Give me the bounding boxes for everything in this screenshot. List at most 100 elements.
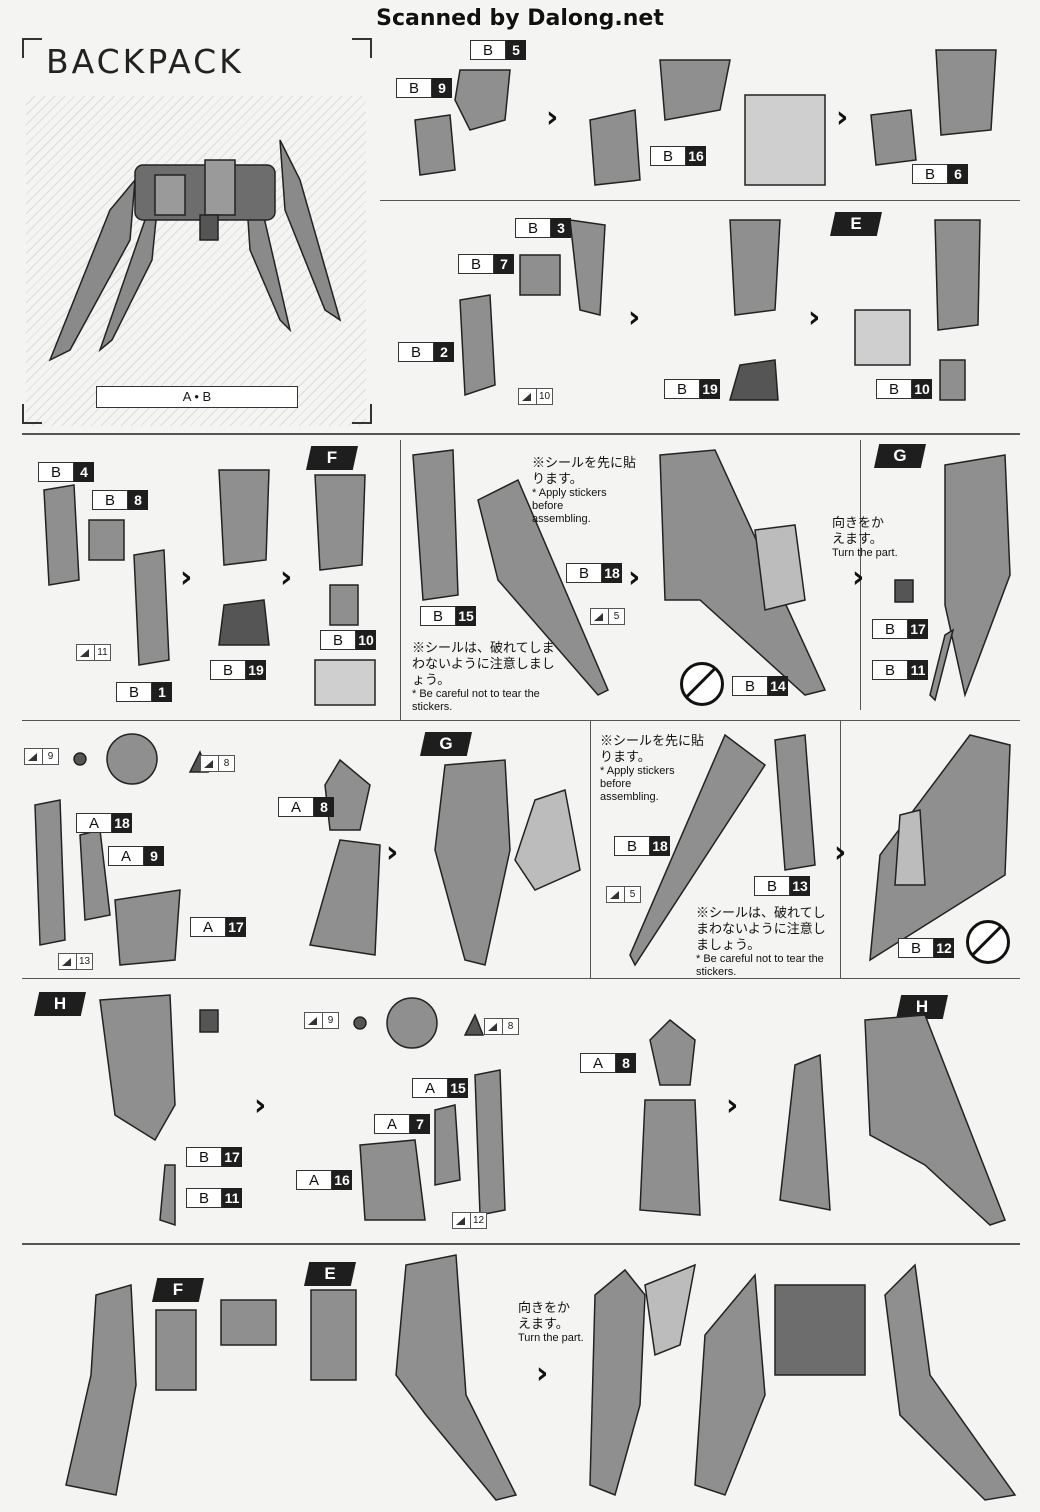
divider [22,433,1020,435]
watermark: Scanned by Dalong.net [376,6,664,31]
arrow-chevron-icon: › [628,560,641,595]
divider [400,440,401,720]
label-f: F [306,446,358,470]
sticker-icon [590,608,609,625]
part-illustration [779,1014,1006,1226]
sticker-8-b: 8 [484,1018,519,1035]
sticker-icon [606,886,625,903]
sticker-8: 8 [200,755,235,772]
arrow-chevron-icon: › [280,560,293,595]
part-illustration [870,49,997,166]
label-h: H [34,992,86,1016]
divider [22,720,1020,721]
arrow-chevron-icon: › [726,1088,739,1123]
arrow-chevron-icon: › [536,1356,549,1391]
part-illustration [869,734,1011,962]
part-illustration [659,449,827,696]
note-tear-warning: ※シールは、破れてしまわないように注意しましょう。* Be careful no… [412,640,555,713]
note-turn-part: 向きをかえます。Turn the part. [832,515,898,559]
no-cutting-icon [680,662,724,706]
sticker-icon [200,755,219,772]
part-illustration [414,69,511,176]
label-g: G [874,444,926,468]
sticker-icon [304,1012,323,1029]
sticker-13: 13 [58,953,93,970]
part-illustration [459,219,606,397]
note-apply-stickers: ※シールを先に貼ります。* Apply stickers before asse… [532,455,637,525]
part-illustration [99,994,219,1227]
divider [22,1243,1020,1245]
divider [590,720,591,978]
frame-corner [22,404,42,424]
label-e-2: E [304,1262,356,1286]
part-illustration [218,469,270,646]
part-illustration [359,1069,506,1221]
no-cutting-icon [966,920,1010,964]
arrow-chevron-icon: › [386,835,399,870]
part-illustration [314,474,376,706]
part-illustration [629,733,816,967]
note-turn-part-2: 向きをかえます。Turn the part. [518,1300,584,1344]
part-illustration [854,219,981,401]
label-e: E [830,212,882,236]
arrow-chevron-icon: › [546,100,559,135]
sticker-icon [518,388,537,405]
part-illustration [589,59,826,186]
part-illustration [73,733,210,785]
sticker-5-b: 5 [606,886,641,903]
sticker-icon [58,953,77,970]
arrow-chevron-icon: › [808,300,821,335]
divider [840,720,841,978]
arrow-chevron-icon: › [254,1088,267,1123]
completed-unit-illustration [589,1263,1017,1501]
arrow-chevron-icon: › [628,300,641,335]
backpack-overview-illustration [48,139,342,362]
label-f-2: F [152,1278,204,1302]
arrow-chevron-icon: › [834,835,847,870]
runner-list: A • B [96,386,298,408]
note-apply-stickers-2: ※シールを先に貼ります。* Apply stickers before asse… [600,733,705,803]
frame-corner [352,404,372,424]
sticker-11: 11 [76,644,111,661]
backpack-final-assembly-illustration [65,1254,518,1501]
part-illustration [34,799,181,966]
sticker-icon [452,1212,471,1229]
frame-corner [22,38,42,58]
sticker-9-b: 9 [304,1012,339,1029]
part-illustration [639,1018,701,1216]
divider [380,200,1020,201]
part-illustration [729,219,781,401]
sticker-5: 5 [590,608,625,625]
sticker-9: 9 [24,748,59,765]
